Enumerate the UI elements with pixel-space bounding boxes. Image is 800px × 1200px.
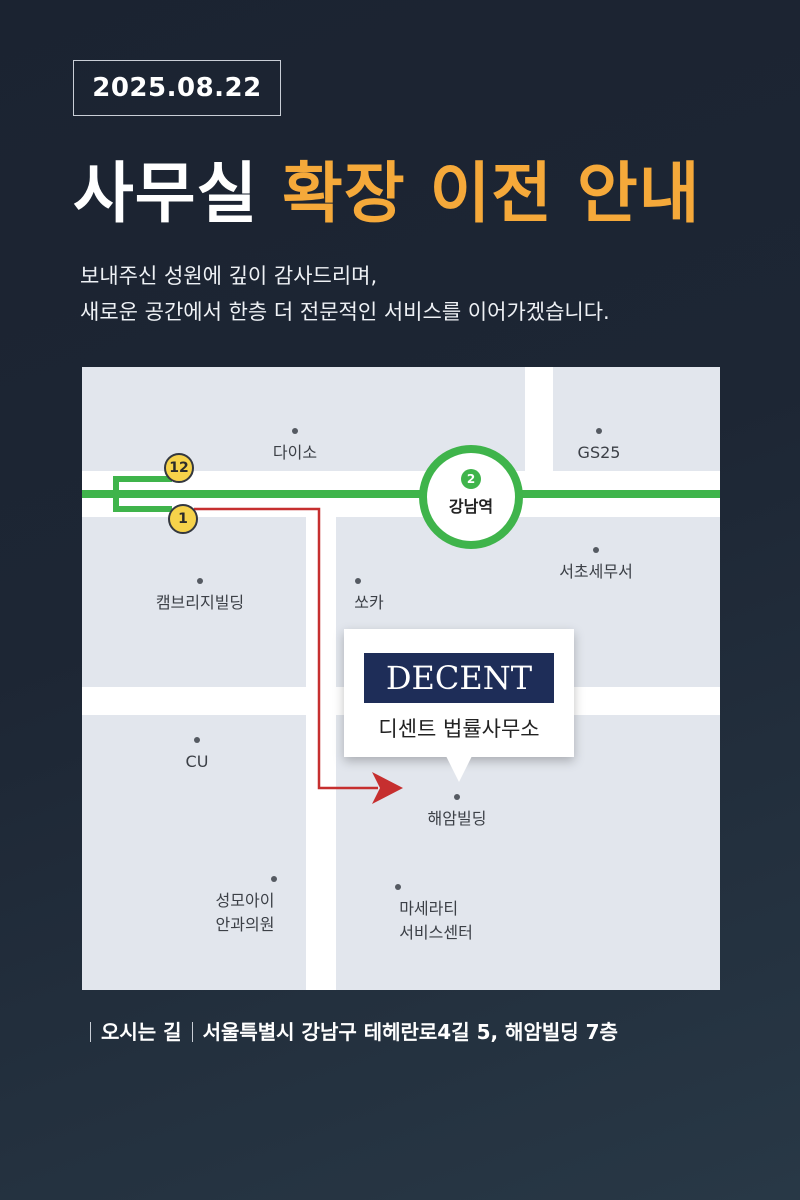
poi-label: 서초세무서 bbox=[559, 562, 633, 581]
poi-dot bbox=[454, 794, 460, 800]
line-2-badge: 2 bbox=[461, 469, 481, 489]
poi-label-line-1: 마세라티 bbox=[399, 899, 459, 918]
title-prefix: 사무실 bbox=[73, 155, 259, 232]
poi-label: 쏘카 bbox=[354, 593, 384, 612]
address-text: 서울특별시 강남구 테헤란로4길 5, 해암빌딩 7층 bbox=[202, 1020, 618, 1044]
gangnam-station-marker: 2 강남역 bbox=[419, 445, 523, 549]
callout-pointer bbox=[446, 756, 472, 782]
subway-exit-connector bbox=[113, 476, 172, 512]
poi-dot bbox=[395, 884, 401, 890]
poi-dot bbox=[271, 876, 277, 882]
poi-label-line-1: 성모아이 bbox=[215, 891, 275, 910]
intro-text: 보내주신 성원에 깊이 감사드리며, 새로운 공간에서 한층 더 전문적인 서비… bbox=[80, 258, 740, 330]
poi-dot bbox=[593, 547, 599, 553]
address-line: 오시는 길 서울특별시 강남구 테헤란로4길 5, 해암빌딩 7층 bbox=[90, 1016, 618, 1045]
poi-dot bbox=[596, 428, 602, 434]
location-map: 12 1 2 강남역 다이소 GS25 캠브리지빌딩 쏘카 서초세무서 CU 해… bbox=[82, 367, 720, 990]
poi-label: 다이소 bbox=[272, 443, 318, 462]
poi-dot bbox=[292, 428, 298, 434]
poi-label-line-2: 안과의원 bbox=[215, 915, 275, 934]
exit-1-badge: 1 bbox=[168, 504, 198, 534]
poi-label-line-2: 서비스센터 bbox=[399, 923, 473, 942]
decent-logo: DECENT bbox=[364, 653, 554, 703]
poi-label: 해암빌딩 bbox=[427, 809, 487, 828]
walking-route bbox=[194, 507, 378, 790]
exit-12-badge: 12 bbox=[164, 453, 194, 483]
poi-label: CU bbox=[185, 752, 209, 771]
poi-dot bbox=[197, 578, 203, 584]
poi-label: 캠브리지빌딩 bbox=[155, 593, 245, 612]
office-callout: DECENT 디센트 법률사무소 bbox=[344, 629, 574, 782]
route-arrowhead bbox=[372, 772, 403, 804]
intro-line-1: 보내주신 성원에 깊이 감사드리며, bbox=[80, 264, 378, 288]
date-badge: 2025.08.22 bbox=[73, 60, 281, 116]
poi-dot bbox=[355, 578, 361, 584]
road-vertical-right bbox=[525, 367, 553, 471]
station-name: 강남역 bbox=[448, 497, 494, 516]
title-highlight: 확장 이전 안내 bbox=[282, 155, 701, 232]
address-label: 오시는 길 bbox=[101, 1020, 182, 1044]
map-lines bbox=[82, 476, 720, 804]
page-title: 사무실 확장 이전 안내 bbox=[73, 140, 700, 236]
poi-dot bbox=[194, 737, 200, 743]
firm-name: 디센트 법률사무소 bbox=[378, 717, 540, 741]
divider bbox=[90, 1022, 91, 1042]
intro-line-2: 새로운 공간에서 한층 더 전문적인 서비스를 이어가겠습니다. bbox=[80, 300, 610, 324]
road-vertical-left bbox=[306, 517, 336, 990]
divider bbox=[191, 1022, 193, 1042]
poi-label: GS25 bbox=[577, 443, 621, 462]
